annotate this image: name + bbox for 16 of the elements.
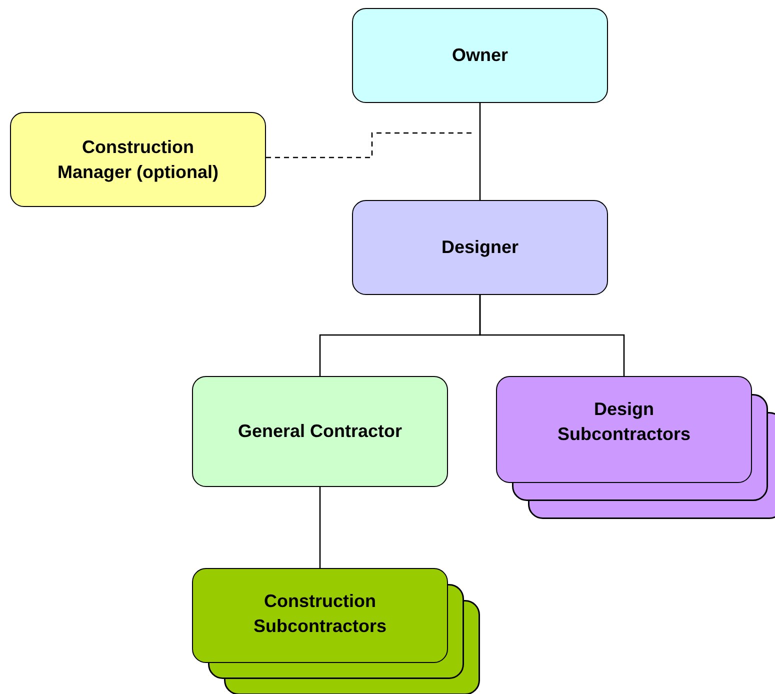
box-label: Construction Subcontractors	[252, 590, 388, 638]
org-box	[352, 8, 608, 103]
box-label: Designer	[441, 236, 519, 259]
box-label: General Contractor	[238, 420, 402, 443]
box-label: Design Subcontractors	[556, 398, 692, 446]
org-box	[10, 112, 266, 207]
box-label: Owner	[452, 44, 508, 67]
org-box	[352, 200, 608, 295]
org-box	[192, 376, 448, 487]
dashed-connector	[266, 132, 474, 158]
org-box	[496, 376, 752, 483]
connector-line	[479, 103, 481, 200]
connector-line	[319, 487, 321, 568]
org-box	[192, 568, 448, 663]
connector-line	[479, 295, 625, 376]
box-label: Construction Manager (optional)	[56, 136, 220, 184]
